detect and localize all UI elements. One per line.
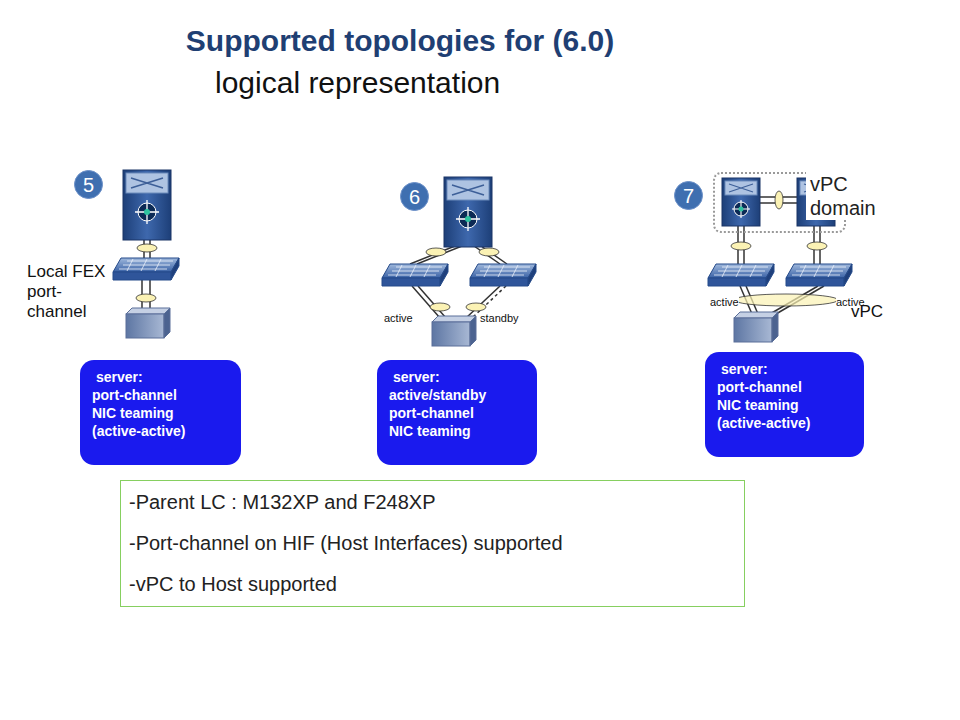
callout-number: 6: [400, 182, 429, 211]
server-note-box: server:port-channel NIC teaming (active-…: [705, 352, 864, 457]
topology-6: [382, 177, 536, 346]
node-text: server:: [389, 368, 527, 386]
server-note-box: server:port-channel NIC teaming (active-…: [80, 360, 241, 465]
node-text: -Parent LC : M132XP and F248XP: [129, 491, 736, 514]
subtitle: logical representation: [215, 66, 500, 100]
node-text: port-channel NIC teaming (active-active): [92, 386, 204, 440]
link-state-label: active: [384, 312, 413, 324]
vpc-domain-box: vPC domain: [713, 172, 846, 233]
callout-number: 7: [674, 181, 703, 210]
node-text: server:: [717, 360, 854, 378]
fex-label: Local FEX port-channel: [27, 262, 113, 322]
node-text: -vPC to Host supported: [129, 573, 736, 596]
node-text: active/standby port-channel NIC teaming: [389, 386, 501, 440]
support-notes-box: -Parent LC : M132XP and F248XP -Port-chan…: [120, 480, 745, 607]
node-text: 6: [409, 187, 420, 207]
link-state-label: active: [710, 296, 739, 308]
link-state-label: standby: [480, 312, 519, 324]
node-text: -Port-channel on HIF (Host Interfaces) s…: [129, 532, 736, 555]
node-text: server:: [92, 368, 231, 386]
vpc-label: vPC: [851, 302, 883, 322]
node-text: 7: [683, 186, 694, 206]
slide-title: Supported topologies for (6.0): [150, 24, 650, 58]
server-note-box: server:active/standby port-channel NIC t…: [377, 360, 537, 465]
node-text: 5: [83, 175, 94, 195]
node-text: port-channel NIC teaming (active-active): [717, 378, 829, 432]
node-text: vPC domain: [806, 172, 890, 220]
topology-5: [113, 170, 179, 338]
callout-number: 5: [74, 170, 103, 199]
